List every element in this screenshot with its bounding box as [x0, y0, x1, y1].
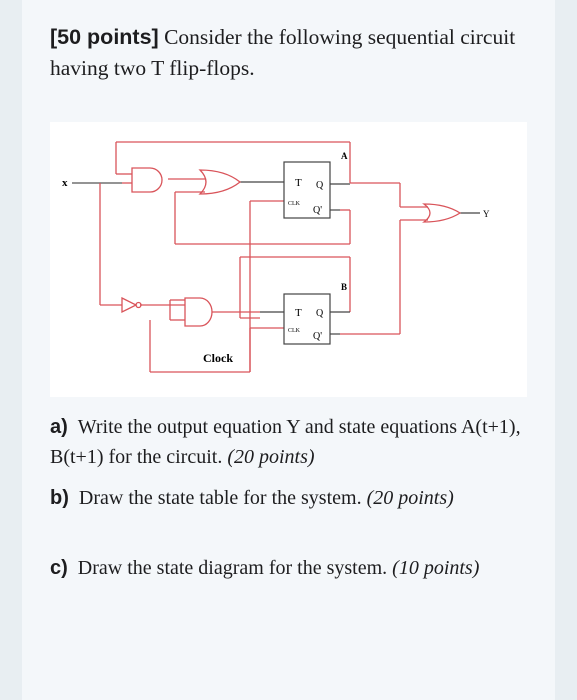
question-a-label: a): [50, 416, 68, 438]
ff1-t-label: T: [295, 177, 302, 189]
question-a-text: Write the output equation Y and state eq…: [50, 416, 521, 468]
ff1-q-label: Q: [316, 180, 324, 191]
question-c-label: c): [50, 557, 68, 579]
question-b-text: Draw the state table for the system.: [78, 487, 362, 509]
ff2-clk-label: CLK: [288, 328, 301, 334]
ff1-clk-label: CLK: [288, 201, 301, 207]
question-a-points: (20 points): [227, 446, 315, 468]
question-c-text: Draw the state diagram for the system.: [77, 557, 388, 579]
input-x-label: x: [62, 177, 68, 189]
circuit-svg: T CLK Q Q' T CLK Q Q' x Y A B Clock: [62, 141, 490, 373]
output-y-label: Y: [483, 209, 490, 219]
label-b: B: [341, 282, 347, 292]
ff2-t-label: T: [295, 307, 302, 319]
question-c-points: (10 points): [392, 557, 480, 579]
ff1-qbar-label: Q': [313, 205, 322, 216]
label-a: A: [341, 151, 348, 161]
question-a: a)Write the output equation Y and state …: [50, 412, 540, 472]
points-label: [50 points]: [50, 25, 159, 49]
clock-label: Clock: [203, 351, 233, 365]
question-b-label: b): [50, 487, 69, 509]
question-title: [50 points] Consider the following seque…: [50, 22, 530, 84]
circuit-diagram: T CLK Q Q' T CLK Q Q' x Y A B Clock: [50, 122, 527, 397]
ff2-q-label: Q: [316, 308, 324, 319]
ff2-qbar-label: Q': [313, 331, 322, 342]
question-b-points: (20 points): [366, 487, 454, 509]
title-text: Consider the following sequential circui…: [50, 25, 516, 80]
question-b: b) Draw the state table for the system. (…: [50, 483, 540, 513]
question-c: c) Draw the state diagram for the system.…: [50, 553, 540, 583]
